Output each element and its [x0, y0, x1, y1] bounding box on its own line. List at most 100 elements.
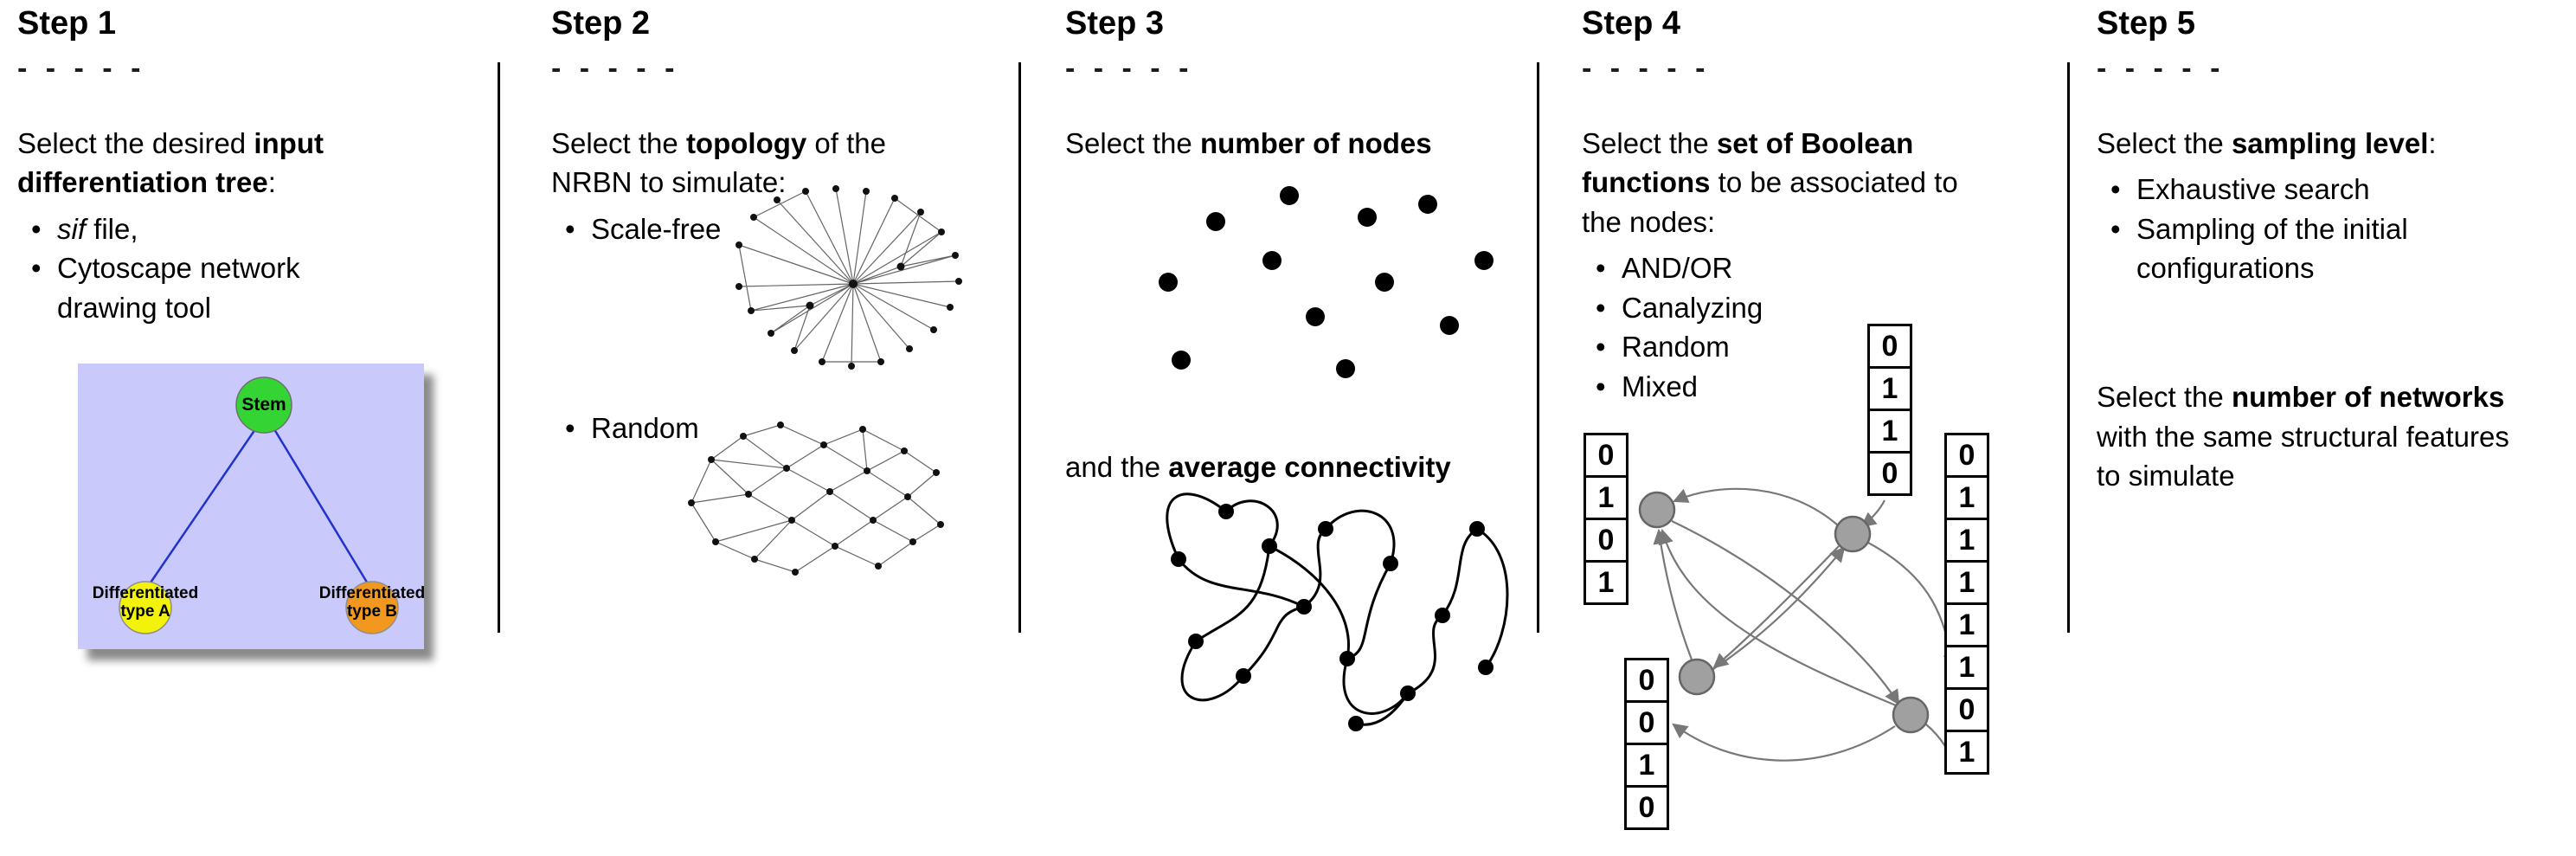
step1-intro-post: :	[267, 166, 276, 199]
step1-bullet-sif-file: sif file,	[31, 209, 389, 249]
boolean-node	[1834, 515, 1872, 553]
step3-title: Step 3	[1065, 5, 1165, 42]
step4-title: Step 4	[1582, 5, 1681, 42]
truth-table-cell: 0	[1624, 700, 1669, 745]
step5-intro-bold: sampling level	[2231, 126, 2429, 159]
step5-intro-pre: Select the	[2097, 126, 2232, 159]
column-divider	[1537, 62, 1539, 633]
connectivity-graph-graphic	[1166, 492, 1509, 731]
truth-table-cell: 1	[1944, 518, 1989, 563]
step3-line2-bold: average connectivity	[1168, 451, 1451, 483]
step2-bullet-list: Scale-free Random	[551, 209, 958, 448]
step3-column: Step 3 - - - - - Select the number of no…	[1065, 5, 1532, 731]
step4-bullet-canalyzing: Canalyzing	[1596, 288, 2066, 328]
truth-table-cell: 0	[1624, 658, 1669, 703]
step1-bullet-sif-rest: file,	[86, 212, 138, 245]
truth-table-cell: 1	[1944, 560, 1989, 605]
step4-intro: Select the set of Boolean functions to b…	[1582, 124, 1997, 242]
step1-title: Step 1	[17, 5, 117, 42]
step1-column: Step 1 - - - - - Select the desired inpu…	[17, 5, 425, 649]
differentiation-tree-svg	[119, 377, 399, 634]
boolean-network-arrows	[1638, 487, 1961, 775]
step4-intro-post: to be associated to the nodes:	[1582, 166, 1958, 238]
step2-column: Step 2 - - - - - Select the topology of …	[551, 5, 962, 576]
step3-line2: and the average connectivity	[1065, 447, 1532, 487]
dashed-separator: - - - - -	[2097, 51, 2226, 85]
nodes-scatter-graphic	[1159, 186, 1494, 378]
dashed-separator: - - - - -	[551, 51, 680, 85]
step5-networks-paragraph: Select the number of networks with the s…	[2097, 377, 2510, 496]
step5-bullet-exhaustive: Exhaustive search	[2110, 170, 2460, 209]
step1-intro-pre: Select the desired	[17, 126, 254, 159]
step3-line2-pre: and the	[1065, 451, 1169, 483]
step4-bullet-and-or: AND/OR	[1596, 248, 2066, 288]
boolean-node	[1678, 658, 1716, 696]
step1-intro: Select the desired input differentiation…	[17, 124, 389, 203]
dashed-separator: - - - - -	[17, 51, 146, 85]
step2-bullet-random: Random	[565, 409, 958, 448]
truth-table-cell: 1	[1584, 560, 1628, 605]
dashed-separator: - - - - -	[1582, 51, 1711, 85]
truth-table-cell: 0	[1867, 451, 1912, 496]
step2-title: Step 2	[551, 5, 651, 42]
step2-intro-bold: topology	[685, 126, 807, 159]
step3-line1-pre: Select the	[1065, 126, 1200, 159]
type-a-node-label: Differentiated type A	[92, 584, 199, 621]
column-divider	[498, 62, 500, 633]
boolean-node	[1892, 696, 1930, 734]
truth-table-cell: 0	[1584, 518, 1628, 563]
step4-column: Step 4 - - - - - Select the set of Boole…	[1582, 5, 2066, 830]
truth-table-left: 0 1 0 1	[1584, 433, 1628, 605]
step3-line1-bold: number of nodes	[1199, 126, 1432, 159]
type-a-node	[119, 581, 172, 634]
truth-table-cell: 1	[1944, 602, 1989, 647]
truth-table-cell: 1	[1584, 475, 1628, 520]
step3-line1: Select the number of nodes	[1065, 124, 1532, 164]
truth-table-cell: 0	[1867, 324, 1912, 369]
step5-para2-bold: number of networks	[2231, 381, 2505, 413]
step5-bullet-list: Exhaustive search Sampling of the initia…	[2097, 170, 2460, 288]
boolean-node	[1638, 491, 1676, 529]
step5-intro-post: :	[2428, 126, 2437, 159]
step5-title: Step 5	[2097, 5, 2196, 42]
truth-table-cell: 1	[1624, 743, 1669, 788]
random-network-graphic	[688, 422, 944, 576]
step2-intro-post: of the NRBN to simulate:	[551, 126, 886, 199]
step5-intro: Select the sampling level:	[2097, 124, 2538, 164]
step1-bullet-sif-italic: sif	[57, 212, 86, 245]
step4-bullet-mixed: Mixed	[1596, 367, 2066, 407]
type-b-node-label: Differentiated type B	[318, 584, 426, 621]
stem-node-label: Stem	[241, 395, 286, 415]
step2-intro-pre: Select the	[551, 126, 686, 159]
step1-intro-bold: input differentiation tree	[17, 126, 324, 199]
step1-bullet-list: sif file, Cytoscape network drawing tool	[17, 209, 389, 328]
step1-bullet-cytoscape: Cytoscape network drawing tool	[31, 248, 389, 327]
step5-para2-pre: Select the	[2097, 381, 2232, 413]
dashed-separator: - - - - -	[1065, 51, 1194, 85]
type-b-node	[345, 581, 399, 634]
truth-table-cell: 0	[1944, 687, 1989, 732]
step5-bullet-sampling: Sampling of the initial configurations	[2110, 209, 2460, 288]
truth-table-cell: 1	[1944, 475, 1989, 520]
step4-intro-pre: Select the	[1582, 126, 1717, 159]
truth-table-top: 0 1 1 0	[1867, 324, 1912, 496]
step2-bullet-scale-free: Scale-free	[565, 209, 958, 249]
step5-para2-post: with the same structural features to sim…	[2097, 420, 2509, 492]
differentiation-tree-graphic: Stem Differentiated type A Differentiate…	[78, 364, 425, 649]
truth-table-cell: 1	[1867, 366, 1912, 411]
scale-free-network-graphic	[736, 185, 962, 370]
boolean-network-graphic: 0 1 1 0 0 1 0 1 0 0 1 0 0 1 1 1	[1582, 286, 2066, 856]
step4-bullet-random: Random	[1596, 327, 2066, 367]
truth-table-cell: 0	[1944, 433, 1989, 478]
truth-table-right: 0 1 1 1 1 1 0 1	[1944, 433, 1989, 775]
column-divider	[2067, 62, 2070, 633]
truth-table-cell: 1	[1944, 645, 1989, 690]
stem-node	[235, 377, 292, 434]
column-divider	[1018, 62, 1021, 633]
step4-intro-bold: set of Boolean functions	[1582, 126, 1914, 199]
step2-intro: Select the topology of the NRBN to simul…	[551, 124, 958, 203]
step5-column: Step 5 - - - - - Select the sampling lev…	[2097, 5, 2538, 492]
step4-bullet-list: AND/OR Canalyzing Random Mixed	[1582, 248, 2066, 406]
truth-table-cell: 0	[1624, 785, 1669, 830]
truth-table-cell: 1	[1867, 409, 1912, 454]
